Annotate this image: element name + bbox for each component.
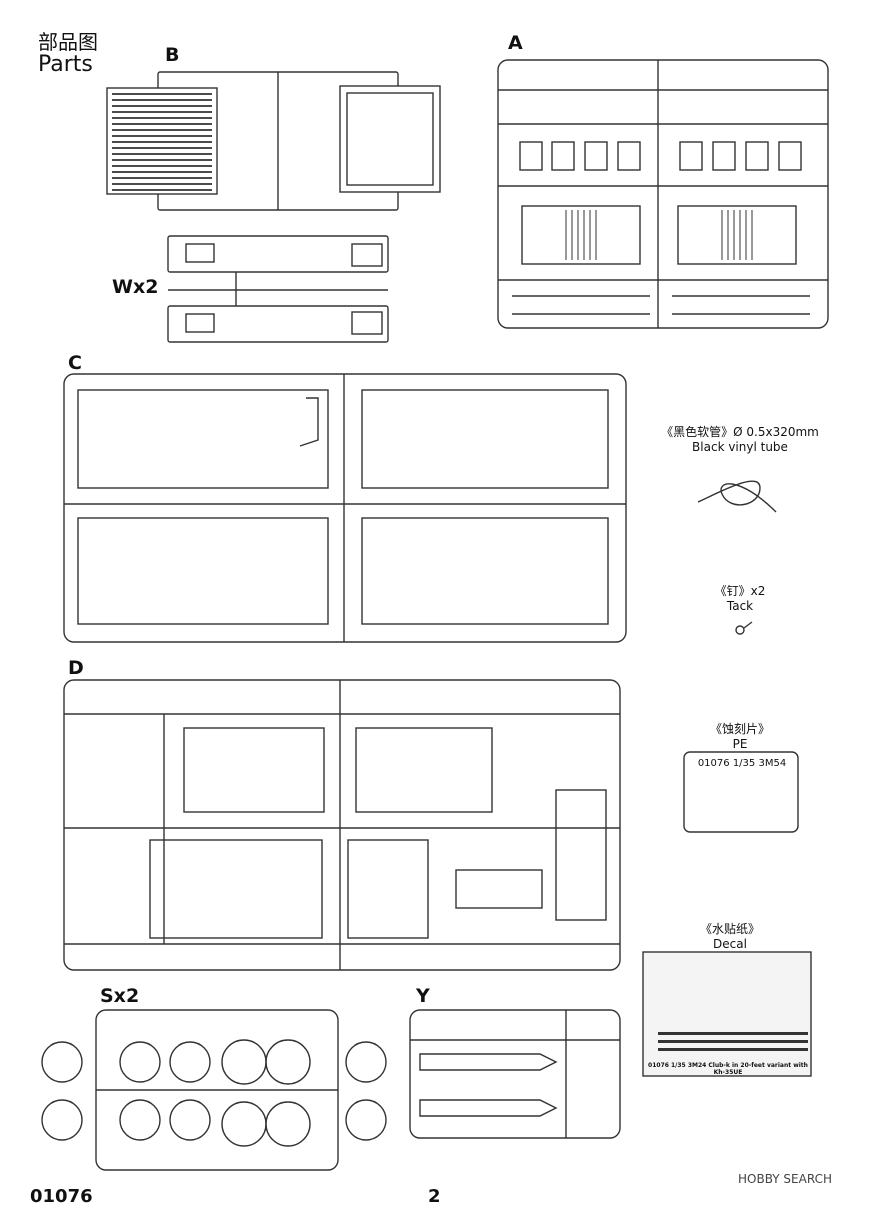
tube-label-cn: 《黑色软管》Ø 0.5x320mm — [661, 425, 819, 439]
sprue-y — [409, 1009, 621, 1139]
sprue-a-label: A — [508, 32, 523, 54]
sprue-c — [63, 373, 627, 643]
decal-sheet — [642, 951, 812, 1077]
vinyl-tube — [697, 480, 777, 513]
sprue-w — [167, 235, 389, 343]
pe-code: 01076 — [697, 758, 730, 769]
page-number: 2 — [428, 1186, 441, 1207]
decal-label-en: Decal — [713, 937, 747, 951]
tube-label-en: Black vinyl tube — [692, 440, 788, 454]
tack-label-en: Tack — [726, 599, 754, 613]
tack-icon — [735, 621, 753, 635]
page-title-cn: 部品图 — [38, 30, 98, 54]
pe-fret — [683, 751, 799, 833]
sprue-w-label: Wx2 — [112, 276, 159, 298]
sprue-s-label: Sx2 — [100, 985, 140, 1007]
decal-label-cn: 《水贴纸》 — [699, 922, 760, 936]
sprue-d — [63, 679, 621, 971]
pe-scale: 1/35 — [732, 758, 756, 769]
sprue-s — [41, 1009, 387, 1171]
sprue-y-label: Y — [416, 985, 430, 1007]
sprue-c-label: C — [68, 352, 82, 374]
sprue-d-label: D — [68, 657, 84, 679]
decal-caption: 01076 1/35 3M24 Club-k in 20-feet varian… — [648, 1062, 808, 1076]
sprue-a — [497, 59, 829, 329]
pe-label-cn: 《蚀刻片》 — [709, 722, 770, 736]
pe-fret-text: 01076 1/35 3M54 — [690, 756, 794, 771]
tack-label-cn: 《钉》x2 — [714, 584, 766, 598]
footer-code: 01076 — [30, 1186, 93, 1207]
pe-name: 3M54 — [758, 758, 787, 769]
sprue-b — [106, 71, 441, 211]
sprue-b-label: B — [165, 44, 180, 66]
pe-label-en: PE — [732, 737, 748, 751]
watermark: HOBBY SEARCH — [738, 1172, 832, 1186]
page-title-en: Parts — [38, 52, 93, 77]
